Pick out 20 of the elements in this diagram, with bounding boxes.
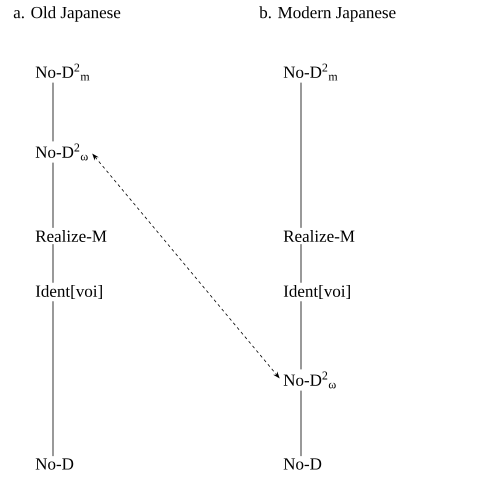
ranking-line: [52, 244, 54, 284]
ranking-line: [52, 300, 54, 457]
ranking-line: [300, 390, 302, 457]
rule-label: No-D$^{2}$m: [36, 64, 90, 80]
ranking-line: [300, 82, 302, 228]
rule-label: No-D: [284, 458, 322, 470]
rule-label: Ident[voi]: [36, 284, 102, 300]
column-heading: a. Old Japanese: [14, 6, 120, 22]
rule-label: No-D$^{2}$ω: [284, 372, 336, 388]
ranking-line: [300, 244, 302, 284]
rule-label: No-D$^{2}$ω: [36, 144, 88, 160]
rule-label: Realize-M: [284, 230, 354, 242]
rule-label: No-D: [36, 458, 74, 470]
ranking-line: [52, 82, 54, 142]
ranking-line: [300, 300, 302, 370]
column-heading: b. Modern Japanese: [259, 6, 396, 22]
rule-label: No-D$^{2}$m: [284, 64, 338, 80]
rule-label: Ident[voi]: [284, 284, 350, 300]
rule-label: Realize-M: [36, 230, 106, 242]
ranking-line: [52, 162, 54, 228]
